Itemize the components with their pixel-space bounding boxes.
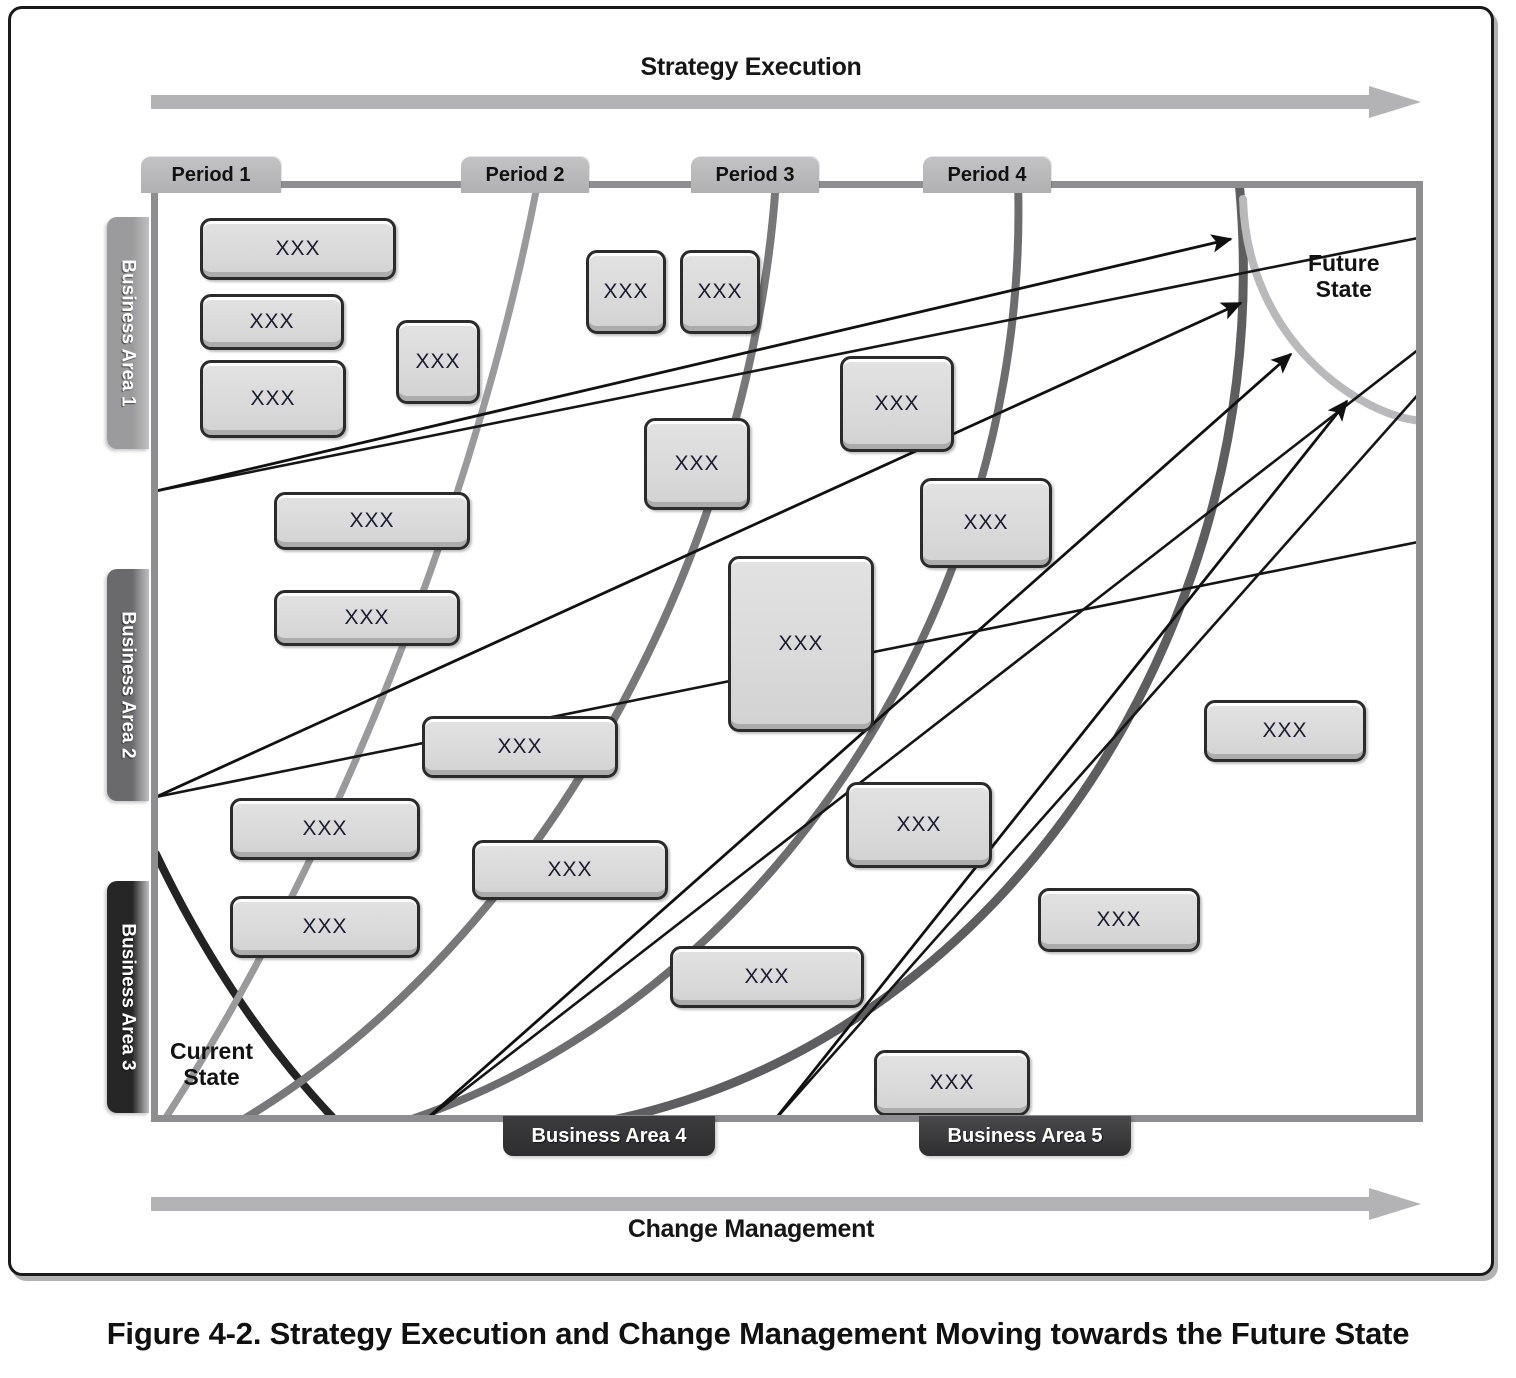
initiative-box[interactable]: XXX — [670, 946, 864, 1008]
period-3-arc — [410, 188, 1023, 1115]
arrow-2 — [158, 301, 1243, 798]
figure-outer-panel: Strategy Execution XXX — [8, 6, 1494, 1276]
tab-period-3[interactable]: Period 3 — [691, 157, 819, 193]
current-state-label: Current State — [170, 1038, 254, 1091]
tab-business-area-3[interactable]: Business Area 3 — [107, 881, 149, 1113]
initiative-box-label: XXX — [497, 735, 543, 758]
initiative-box[interactable]: XXX — [1038, 888, 1200, 952]
tab-period-2[interactable]: Period 2 — [461, 157, 589, 193]
business-area-4-5-divider — [777, 394, 1416, 1115]
arrow-1 — [158, 234, 1233, 492]
initiative-box-label: XXX — [896, 813, 942, 836]
strategy-execution-arrow — [151, 86, 1421, 118]
initiative-box-label: XXX — [302, 915, 348, 938]
initiative-box-label: XXX — [744, 965, 790, 988]
tab-business-area-1[interactable]: Business Area 1 — [107, 217, 149, 449]
initiative-box-label: XXX — [249, 310, 295, 333]
initiative-box[interactable]: XXX — [396, 320, 480, 404]
diagram-frame: XXX XXX XXX XXX XXX XXX XXX XXX XXX XXX XXX XXX XXX X… — [151, 181, 1423, 1122]
initiative-box[interactable]: XXX — [200, 294, 344, 350]
initiative-box-label: XXX — [697, 280, 743, 303]
period-tab-label: Period 1 — [171, 163, 251, 186]
period-4-arc — [613, 188, 1248, 1115]
strategy-execution-title: Strategy Execution — [640, 53, 862, 81]
initiative-box[interactable]: XXX — [846, 782, 992, 868]
tab-period-1[interactable]: Period 1 — [141, 157, 281, 193]
figure-caption: Figure 4-2. Strategy Execution and Chang… — [106, 1316, 1410, 1351]
initiative-box[interactable]: XXX — [1204, 700, 1366, 762]
future-state-arrows — [158, 234, 1349, 1115]
initiative-box[interactable]: XXX — [644, 418, 750, 510]
initiative-box[interactable]: XXX — [230, 896, 420, 958]
initiative-box-label: XXX — [349, 509, 395, 532]
business-area-tab-label: Business Area 2 — [118, 611, 139, 759]
future-state-arc — [1239, 195, 1416, 425]
initiative-box[interactable]: XXX — [200, 360, 346, 438]
initiative-box-label: XXX — [250, 387, 296, 410]
business-area-3-4-divider — [429, 349, 1416, 1115]
business-area-dividers — [158, 237, 1416, 1115]
initiative-box[interactable]: XXX — [680, 250, 760, 334]
period-1-arc — [163, 188, 541, 1115]
initiative-box-label: XXX — [929, 1071, 975, 1094]
initiative-box[interactable]: XXX — [586, 250, 666, 334]
tab-business-area-4[interactable]: Business Area 4 — [503, 1116, 715, 1156]
business-area-tab-label: Business Area 3 — [118, 923, 139, 1071]
arrow-4 — [776, 399, 1349, 1115]
initiative-box-label: XXX — [778, 632, 824, 655]
business-area-tab-label: Business Area 5 — [947, 1124, 1103, 1147]
change-management-title: Change Management — [627, 1215, 875, 1243]
future-state-label: Future State — [1308, 250, 1380, 303]
initiative-box-label: XXX — [1096, 908, 1142, 931]
initiative-box[interactable]: XXX — [920, 478, 1052, 568]
initiative-box[interactable]: XXX — [230, 798, 420, 860]
period-tab-label: Period 4 — [947, 163, 1027, 186]
initiative-box-label: XXX — [874, 392, 920, 415]
diagram-vector-overlay — [158, 188, 1416, 1115]
initiative-box-label: XXX — [302, 817, 348, 840]
initiative-box-label: XXX — [674, 452, 720, 475]
period-tab-label: Period 2 — [485, 163, 565, 186]
diagram-plot-area: XXX XXX XXX XXX XXX XXX XXX XXX XXX XXX XXX XXX XXX X… — [158, 188, 1416, 1115]
business-area-1-2-divider — [158, 237, 1416, 492]
initiative-box-label: XXX — [275, 237, 321, 260]
arrow-3 — [428, 352, 1293, 1115]
change-management-arrow — [151, 1188, 1421, 1220]
initiative-box-label: XXX — [963, 511, 1009, 534]
period-tab-label: Period 3 — [715, 163, 795, 186]
initiative-box[interactable]: XXX — [840, 356, 954, 452]
initiative-box[interactable]: XXX — [874, 1050, 1030, 1115]
initiative-box[interactable]: XXX — [200, 218, 396, 280]
initiative-box-label: XXX — [1262, 719, 1308, 742]
initiative-box[interactable]: XXX — [472, 840, 668, 900]
initiative-box[interactable]: XXX — [728, 556, 874, 732]
business-area-tab-label: Business Area 1 — [118, 259, 139, 407]
business-area-tab-label: Business Area 4 — [531, 1124, 687, 1147]
initiative-box-label: XXX — [547, 858, 593, 881]
tab-business-area-5[interactable]: Business Area 5 — [919, 1116, 1131, 1156]
initiative-box-label: XXX — [344, 606, 390, 629]
initiative-box[interactable]: XXX — [422, 716, 618, 778]
initiative-box[interactable]: XXX — [274, 590, 460, 646]
tab-business-area-2[interactable]: Business Area 2 — [107, 569, 149, 801]
initiative-box-label: XXX — [415, 350, 461, 373]
initiative-box-label: XXX — [603, 280, 649, 303]
initiative-box[interactable]: XXX — [274, 492, 470, 550]
tab-period-4[interactable]: Period 4 — [923, 157, 1051, 193]
